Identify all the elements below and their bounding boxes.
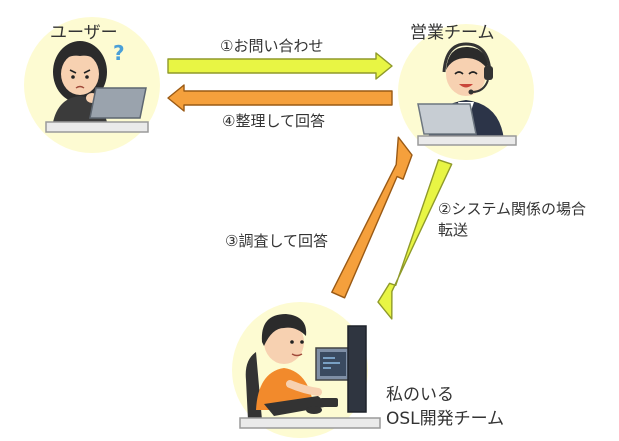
- investigate-answer-label: ③調査して回答: [225, 230, 328, 251]
- inquiry-label: ①お問い合わせ: [220, 35, 323, 56]
- organize-answer-label: ④整理して回答: [222, 110, 325, 131]
- dev-team-label-line2: OSL開発チーム: [386, 407, 504, 431]
- programmer-at-desktop-icon: [232, 302, 380, 438]
- support-operator-with-headset-icon: [398, 24, 534, 160]
- organize-answer-arrow: [168, 85, 392, 111]
- system-transfer-label-line1: ②システム関係の場合: [438, 199, 586, 220]
- sales-team-label: 営業チーム: [410, 18, 495, 43]
- system-transfer-label: ②システム関係の場合 転送: [438, 199, 586, 241]
- system-transfer-label-line2: 転送: [438, 220, 586, 241]
- inquiry-arrow: [168, 53, 392, 79]
- dev-team-label: 私のいる OSL開発チーム: [386, 383, 504, 431]
- svg-text:?: ?: [113, 41, 125, 65]
- dev-team-label-line1: 私のいる: [386, 383, 504, 407]
- user-label: ユーザー: [50, 18, 118, 43]
